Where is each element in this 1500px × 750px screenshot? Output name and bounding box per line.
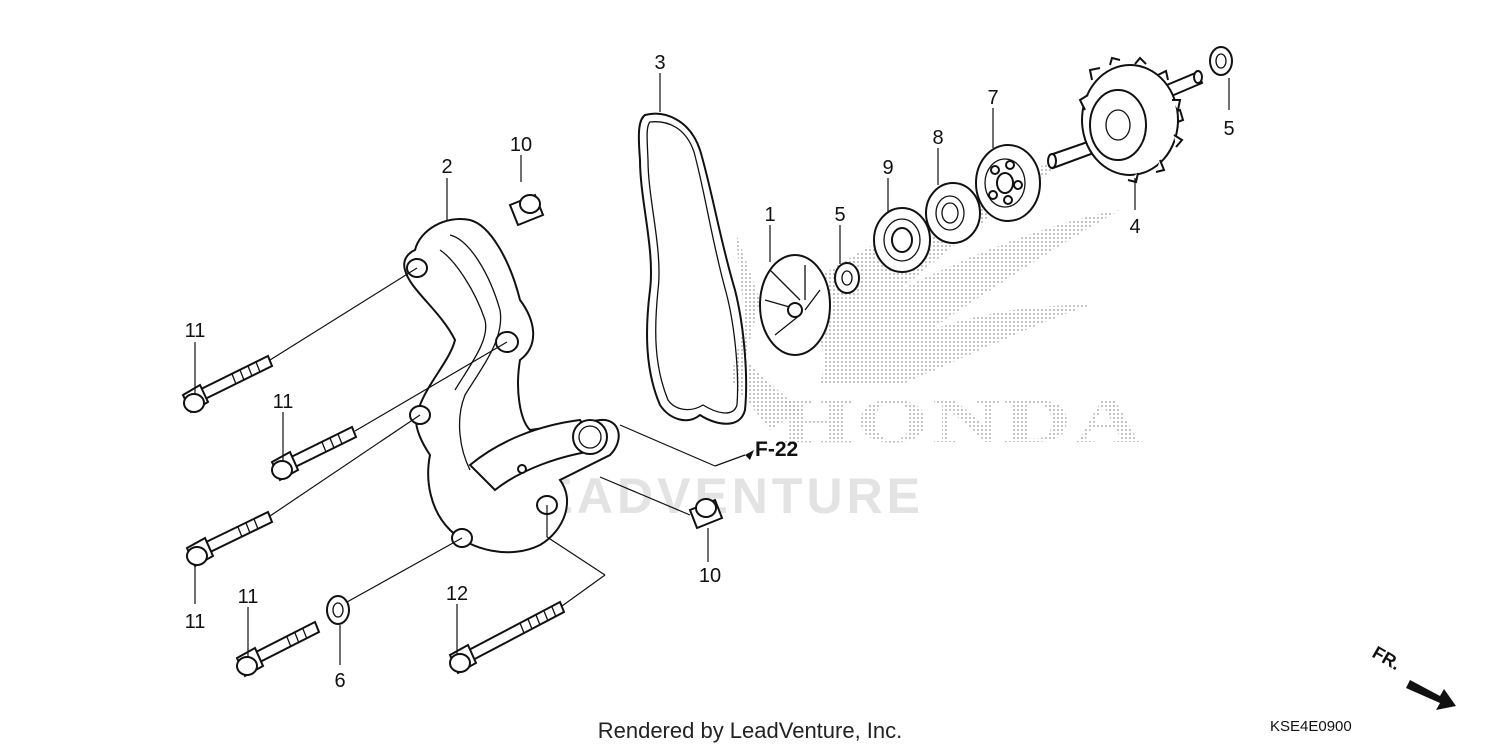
callout-1: 1	[764, 204, 775, 226]
callout-6: 6	[334, 670, 345, 692]
callout-11-c: 11	[185, 611, 206, 633]
callout-12: 12	[446, 583, 468, 605]
callout-11-d: 11	[238, 586, 259, 608]
mechanical-seal	[873, 207, 931, 273]
callout-10-bottom: 10	[699, 565, 721, 587]
callout-7: 7	[987, 87, 998, 109]
callout-2: 2	[441, 156, 452, 178]
flange-bolt-3	[185, 510, 274, 568]
reference-label: F-22	[755, 438, 798, 461]
dowel-pin-top	[508, 193, 545, 227]
reference-arrowhead	[745, 450, 754, 460]
front-direction-indicator: FR.	[1369, 642, 1456, 710]
water-pump-cover	[403, 218, 620, 554]
sealing-washer	[326, 595, 350, 625]
diagram-code: KSE4E0900	[1270, 718, 1352, 735]
front-direction-arrow	[1406, 680, 1456, 710]
callout-4: 4	[1129, 216, 1140, 238]
seal-washer-left	[834, 262, 860, 294]
flange-bolt-long	[448, 600, 566, 675]
assembly-guide-lines	[269, 267, 746, 607]
callout-11-b: 11	[273, 391, 294, 413]
callout-5-right: 5	[1223, 118, 1234, 140]
footer-credit: Rendered by LeadVenture, Inc.	[598, 718, 903, 743]
impeller	[759, 254, 831, 356]
callout-5-left: 5	[834, 204, 845, 226]
callout-8: 8	[932, 127, 943, 149]
callout-11-a: 11	[185, 320, 206, 342]
seal-washer-right	[1209, 46, 1233, 76]
water-pump-gasket	[637, 112, 748, 425]
front-direction-label: FR.	[1369, 642, 1404, 674]
flange-bolt-1	[181, 354, 274, 414]
flange-bolt-2	[270, 425, 358, 482]
callout-3: 3	[654, 52, 665, 74]
ball-bearing	[975, 144, 1041, 222]
svg-text:HONDA: HONDA	[780, 385, 1145, 456]
callout-leaders	[194, 73, 1230, 665]
oil-seal	[925, 182, 981, 244]
callout-10-top: 10	[510, 134, 532, 156]
dowel-pin-bottom	[688, 498, 724, 530]
callout-9: 9	[882, 157, 893, 179]
honda-wing-logo: HONDA	[730, 150, 1145, 456]
flange-bolt-4	[235, 620, 321, 678]
pump-shaft-gear	[1047, 56, 1204, 184]
